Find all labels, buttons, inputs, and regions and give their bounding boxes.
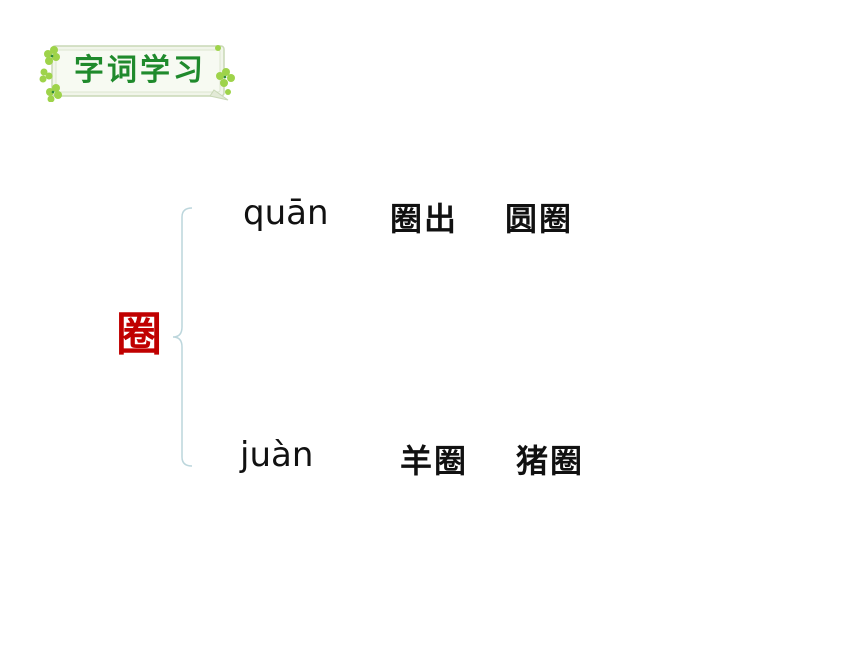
banner-background bbox=[39, 45, 235, 102]
brace-bracket bbox=[172, 207, 193, 467]
word-2-2: 猪圈 bbox=[516, 442, 585, 480]
word-1-1: 圈出 bbox=[390, 200, 459, 238]
pinyin-reading-1: quān bbox=[243, 193, 329, 233]
section-banner: 字词学习 bbox=[38, 42, 238, 102]
clover-icon bbox=[39, 45, 235, 102]
banner-title: 字词学习 bbox=[74, 53, 206, 88]
word-1-2: 圆圈 bbox=[505, 200, 574, 238]
main-character: 圈 bbox=[116, 307, 162, 361]
pinyin-reading-2: juàn bbox=[240, 435, 314, 475]
word-2-1: 羊圈 bbox=[400, 442, 469, 480]
